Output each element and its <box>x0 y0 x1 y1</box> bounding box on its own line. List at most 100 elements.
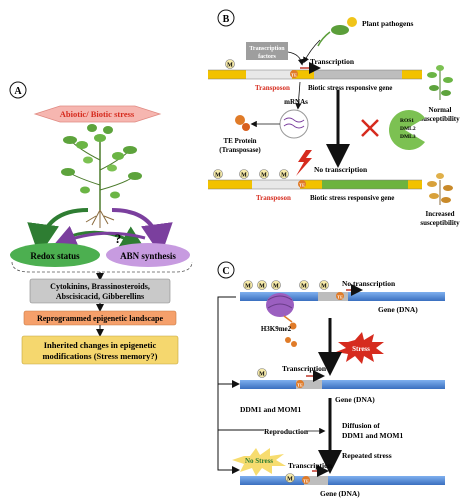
methyl-mark <box>259 169 269 179</box>
te-protein-text-2: (Transposase) <box>219 146 261 154</box>
diffusion-text-2: DDM1 and MOM1 <box>342 431 403 440</box>
te-mark-label: TE <box>297 383 303 388</box>
plant-pathogens-text: Plant pathogens <box>362 19 414 28</box>
te-mark-label: TE <box>337 295 343 300</box>
tf-text-1: Transcription <box>249 46 285 52</box>
gene-dna-2-text: Gene (DNA) <box>335 395 375 404</box>
inhibition-x <box>361 119 379 137</box>
inherited-text-2: modifications (Stress memory?) <box>42 351 157 361</box>
gene-top-text: Biotic stress responsive gene <box>308 84 392 92</box>
inherited-text-1: Inherited changes in epigenetic <box>44 340 157 350</box>
hormone-text-2: Abscisicacid, Gibberellins <box>56 292 144 301</box>
te-mark <box>290 70 298 78</box>
plant-illustration <box>61 124 142 228</box>
methyl-mark <box>279 169 289 179</box>
stress-burst <box>336 332 384 364</box>
green-arrow-left <box>27 208 89 256</box>
te-mark <box>296 380 304 388</box>
te-protein-icon <box>235 115 245 125</box>
wilted-plant-icon <box>427 173 453 205</box>
no-transcription-b-text: No transcription <box>314 165 368 174</box>
transposon-bottom-text: Transposon <box>256 194 291 202</box>
redox-oval <box>10 243 100 267</box>
redox-text: Redox status <box>30 251 80 261</box>
transposon-top-text: Transposon <box>255 84 290 92</box>
panel-c-label: C <box>222 266 229 277</box>
panel-b: B Plant pathogens Transcription factors … <box>208 9 460 227</box>
te-mark <box>298 180 306 188</box>
no-transcription-c-text: No transcription <box>342 279 396 288</box>
methyl-mark-label: M <box>301 284 307 290</box>
dashed-bracket <box>11 261 193 273</box>
purple-arrow-right <box>111 208 173 256</box>
panel-a-label-circle <box>9 81 27 99</box>
methyl-mark-label: M <box>259 372 265 378</box>
methyl-mark <box>225 59 235 69</box>
methyl-mark <box>257 280 267 290</box>
panel-c-label-circle <box>217 261 235 279</box>
stress-text: Stress <box>352 345 370 353</box>
panel-a: A Abiotic/ Biotic stress <box>9 81 193 365</box>
abn-oval <box>106 243 190 267</box>
methyl-mark <box>213 169 223 179</box>
reprogrammed-text: Reprogrammed epigenetic landscape <box>37 314 164 323</box>
diffusion-text-1: Diffusion of <box>342 421 380 430</box>
methyl-mark-label: M <box>245 284 251 290</box>
pathogen-icon <box>317 17 357 47</box>
hormone-text-1: Cytokinins, Brassinosteroids, <box>50 282 150 291</box>
no-stress-text: No Stress <box>245 457 273 465</box>
methyl-mark-label: M <box>227 63 233 69</box>
tf-text-2: factors <box>258 54 276 60</box>
panel-c: C M M M M M TE No transcription Gene (DN… <box>217 261 445 498</box>
repeated-stress-text: Repeated stress <box>342 451 392 460</box>
transcription-c-1-text: Transcription <box>282 364 327 373</box>
dna-track-b-top <box>208 69 422 80</box>
methyl-mark-label: M <box>261 173 267 179</box>
te-mark-label: TE <box>291 73 297 78</box>
stress-banner-text: Abiotic/ Biotic stress <box>60 109 135 119</box>
h3k9me2-text: H3K9me2 <box>261 325 292 333</box>
inherited-box <box>21 335 179 365</box>
gene-bottom-text: Biotic stress responsive gene <box>310 194 394 202</box>
no-stress-burst <box>232 448 286 476</box>
methyl-mark-label: M <box>321 284 327 290</box>
reproduction-text: Reproduction <box>264 427 309 436</box>
gene-dna-1-text: Gene (DNA) <box>378 305 418 314</box>
gene-dna-3-text: Gene (DNA) <box>320 489 360 498</box>
methyl-mark-label: M <box>273 284 279 290</box>
methyl-mark <box>285 473 295 483</box>
methyl-mark <box>239 169 249 179</box>
mrna-circle <box>279 109 309 139</box>
dna-track-c-2 <box>240 380 445 389</box>
ros1-enzyme <box>389 110 425 150</box>
purple-arrow-cross <box>52 225 146 248</box>
dml3-text: DML3 <box>400 134 416 140</box>
methyl-mark-label: M <box>241 173 247 179</box>
methyl-mark <box>299 280 309 290</box>
increased-text-2: susceptibility <box>420 219 460 227</box>
te-mark <box>336 292 344 300</box>
methyl-mark-label: M <box>287 477 293 483</box>
methyl-mark <box>243 280 253 290</box>
methyl-mark <box>257 368 267 378</box>
te-mark <box>302 476 310 484</box>
normal-plant-icon <box>427 65 453 100</box>
te-mark-label: TE <box>299 183 305 188</box>
transcription-top-text: Transcription <box>310 57 355 66</box>
methyl-mark <box>271 280 281 290</box>
te-protein-text-1: TE Protein <box>223 137 256 145</box>
ddm1-mom1-text: DDM1 and MOM1 <box>240 405 301 414</box>
normal-text-2: susceptibility <box>420 115 460 123</box>
nucleosome-icon <box>266 293 297 347</box>
lightning-icon <box>296 150 312 176</box>
panel-b-label-circle <box>217 9 235 27</box>
normal-text-1: Normal <box>429 106 452 114</box>
te-mark-label: TE <box>303 479 309 484</box>
mrnas-text: mRNAs <box>284 98 308 106</box>
dna-track-c-3 <box>240 476 445 485</box>
transcription-factors-box <box>246 42 288 60</box>
stress-banner <box>33 105 162 123</box>
abn-text: ABN synthesis <box>120 251 176 261</box>
methyl-mark <box>319 280 329 290</box>
panel-a-label: A <box>14 86 22 97</box>
